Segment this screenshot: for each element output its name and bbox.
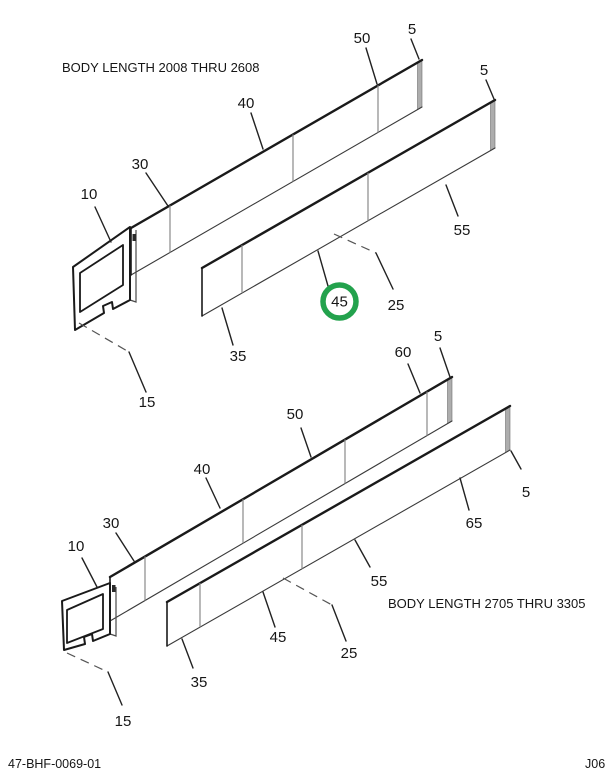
top-main-rail-face <box>131 60 422 275</box>
top-end-cap-window <box>79 244 124 313</box>
bottom-diagram-title: BODY LENGTH 2705 THRU 3305 <box>388 596 586 611</box>
bottom-end-cap <box>61 582 117 651</box>
bottom-lower-rail-face <box>167 406 510 646</box>
bottom-main-rail-bottom-edge <box>109 420 453 622</box>
callout-65-label: 65 <box>466 515 483 532</box>
bottom-leader-15 <box>107 671 123 706</box>
top-leader-50 <box>365 47 378 85</box>
bottom-leader-65 <box>459 477 470 511</box>
bottom-leader-30 <box>115 532 135 562</box>
bottom-leader-50 <box>300 427 312 458</box>
top-lower-rail-end-edge <box>490 99 496 152</box>
bottom-main-rail-end-edge <box>447 376 453 425</box>
bottom-leader-5-lower <box>510 450 522 470</box>
bottom-hardware-hidden-line-15 <box>66 652 109 673</box>
callout-35-label: 35 <box>230 348 247 365</box>
top-leader-45 <box>317 250 329 287</box>
bottom-hidden-line-25 <box>282 577 333 606</box>
callout-10-label: 10 <box>68 538 85 555</box>
callout-40-label: 40 <box>194 461 211 478</box>
bottom-main-rail-dividers <box>144 391 428 601</box>
bottom-lower-rail-dividers <box>199 524 303 628</box>
callout-40-label: 40 <box>238 95 255 112</box>
bottom-lower-rail-end-edge <box>505 405 511 454</box>
top-leader-10 <box>94 206 112 243</box>
bottom-leader-45 <box>262 591 276 628</box>
top-end-cap <box>72 226 137 331</box>
top-diagram: BODY LENGTH 2008 THRU 2608 <box>62 21 497 411</box>
bottom-lower-rail <box>165 404 512 647</box>
top-leader-35 <box>221 307 234 346</box>
callout-5-main-label: 5 <box>434 328 442 345</box>
top-main-rail <box>129 58 424 276</box>
top-main-rail-bottom-edge <box>130 106 423 276</box>
bottom-leader-25 <box>331 604 347 642</box>
callout-25-label: 25 <box>341 645 358 662</box>
top-hidden-line-25 <box>333 233 377 254</box>
top-lower-rail-face <box>202 100 495 316</box>
bottom-main-rail-face <box>110 377 452 621</box>
top-leader-15 <box>128 351 147 393</box>
bottom-end-cap-window <box>66 593 104 644</box>
callout-45-label-highlighted: 45 <box>331 294 348 311</box>
callout-5-lower-label: 5 <box>522 484 530 501</box>
bottom-lower-rail-bottom-edge <box>166 449 511 647</box>
top-end-cap-tab <box>132 234 136 241</box>
callout-15-label: 15 <box>115 713 132 730</box>
top-lower-rail-bottom-edge <box>201 147 496 317</box>
bottom-diagram: BODY LENGTH 2705 THRU 3305 <box>61 328 586 730</box>
top-diagram-title: BODY LENGTH 2008 THRU 2608 <box>62 60 260 75</box>
callout-5-main-label: 5 <box>408 21 416 38</box>
top-lower-rail-top-edge <box>200 98 497 270</box>
top-hardware-hidden-line-15 <box>78 322 130 353</box>
bottom-main-rail-top-edge <box>108 375 454 579</box>
callout-10-label: 10 <box>81 186 98 203</box>
bottom-lower-rail-top-edge <box>165 404 512 604</box>
bottom-leader-60 <box>407 363 421 394</box>
bottom-leader-5-main <box>439 347 451 378</box>
bottom-end-cap-tab <box>112 585 116 592</box>
callout-60-label: 60 <box>395 344 412 361</box>
bottom-leader-40 <box>205 477 221 509</box>
callout-5-lower-label: 5 <box>480 62 488 79</box>
bottom-leader-55 <box>354 539 371 568</box>
top-leader-40 <box>250 112 264 150</box>
top-end-cap-flange <box>129 230 137 303</box>
top-leader-55 <box>445 184 459 217</box>
bottom-end-cap-flange <box>109 587 117 637</box>
top-lower-rail <box>200 98 497 317</box>
drawing-number: 47-BHF-0069-01 <box>8 757 101 771</box>
callout-35-label: 35 <box>191 674 208 691</box>
callout-45-label: 45 <box>270 629 287 646</box>
bottom-main-rail <box>108 375 454 622</box>
revision-code: J06 <box>585 757 605 771</box>
top-main-rail-end-edge <box>417 59 423 111</box>
top-leader-25 <box>375 252 394 290</box>
top-leader-5-lower <box>485 79 495 100</box>
callout-50-label: 50 <box>287 406 304 423</box>
callout-50-label: 50 <box>354 30 371 47</box>
callout-30-label: 30 <box>132 156 149 173</box>
part-45-highlight-circle <box>320 282 359 321</box>
callout-15-label: 15 <box>139 394 156 411</box>
bottom-leader-35 <box>181 638 194 669</box>
top-lower-rail-dividers <box>241 172 369 294</box>
bottom-leader-10 <box>81 557 98 588</box>
footer: 47-BHF-0069-01 J06 <box>8 757 605 771</box>
callout-55-label: 55 <box>454 222 471 239</box>
callout-55-label: 55 <box>371 573 388 590</box>
top-main-rail-top-edge <box>129 58 424 230</box>
callout-25-label: 25 <box>388 297 405 314</box>
top-main-rail-dividers <box>169 85 379 253</box>
callout-30-label: 30 <box>103 515 120 532</box>
top-leader-30 <box>145 172 169 207</box>
top-leader-5-main <box>410 38 420 60</box>
